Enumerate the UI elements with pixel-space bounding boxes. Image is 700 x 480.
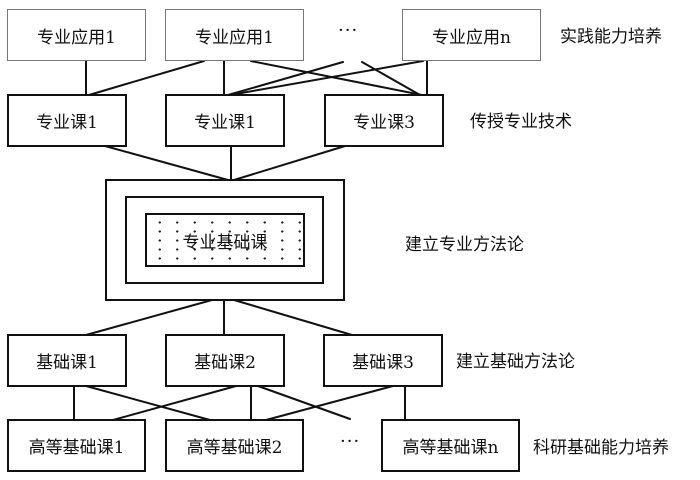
node-label: 基础课3 — [352, 353, 414, 373]
node-application-2: 专业应用1 — [165, 9, 304, 61]
edge-core-basic3 — [233, 299, 353, 336]
edge-basic2-adv1 — [112, 385, 237, 421]
node-label: 基础课1 — [36, 353, 98, 373]
edge-ellipsis-prof2 — [227, 61, 344, 96]
node-basic-course-1: 基础课1 — [7, 334, 127, 387]
node-professional-course-1: 专业课1 — [7, 94, 127, 147]
node-professional-course-2: 专业课1 — [165, 94, 285, 147]
node-advanced-basic-1: 高等基础课1 — [7, 419, 146, 472]
edge-app2-prof3 — [250, 60, 423, 96]
node-advanced-basic-n: 高等基础课n — [381, 419, 520, 472]
node-label: 高等基础课2 — [186, 438, 283, 458]
edge-prof3-core — [233, 145, 346, 181]
node-application-n: 专业应用n — [402, 9, 541, 61]
node-basic-course-2: 基础课2 — [165, 334, 285, 387]
caption-research-foundation: 科研基础能力培养 — [533, 438, 669, 458]
node-application-1: 专业应用1 — [7, 9, 146, 61]
node-label: 专业应用n — [432, 27, 511, 48]
node-label: 高等基础课n — [402, 438, 499, 458]
caption-basic-methodology: 建立基础方法论 — [456, 352, 575, 372]
node-professional-course-3: 专业课3 — [324, 94, 444, 147]
ellipsis-applications: ··· — [338, 20, 359, 41]
core-outer-frame — [105, 179, 345, 301]
edge-core-basic1 — [85, 299, 213, 336]
node-label: 专业课1 — [36, 113, 98, 133]
edge-basic1-adv2 — [85, 385, 211, 421]
core-middle-frame — [125, 196, 324, 284]
ellipsis-advanced-basics: ··· — [340, 431, 361, 452]
node-basic-course-3: 基础课3 — [323, 334, 443, 387]
node-advanced-basic-2: 高等基础课2 — [165, 419, 304, 472]
node-label: 专业应用1 — [195, 27, 274, 48]
node-label: 高等基础课1 — [28, 438, 125, 458]
node-label: 基础课2 — [194, 353, 256, 373]
node-professional-foundation: 专业基础课 — [145, 213, 305, 267]
edge-prof1-core — [104, 145, 229, 181]
node-label: 专业课3 — [353, 113, 415, 133]
edge-basic2-ellipsis — [257, 385, 351, 420]
edge-basic3-adv2 — [265, 385, 394, 421]
caption-professional-methodology: 建立专业方法论 — [405, 235, 524, 255]
node-label: 专业应用1 — [37, 27, 116, 48]
node-label: 专业课1 — [194, 113, 256, 133]
caption-teach-technology: 传授专业技术 — [470, 112, 572, 132]
caption-practice-ability: 实践能力培养 — [560, 27, 662, 47]
edge-appn-prof2 — [229, 60, 424, 96]
edge-ellipsis-prof3 — [361, 61, 421, 96]
node-label: 专业基础课 — [182, 232, 268, 253]
edge-app2-prof1 — [88, 60, 205, 96]
